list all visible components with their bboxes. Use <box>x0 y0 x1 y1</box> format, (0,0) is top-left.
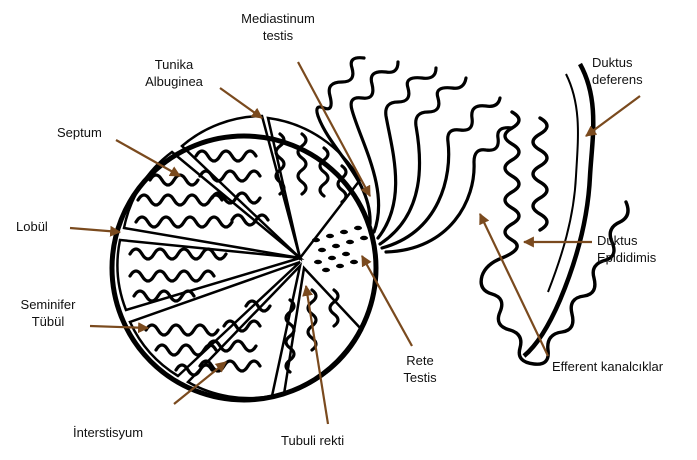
label-mediastinum-line1: Mediastinum <box>226 10 330 27</box>
label-duktus-epididimis: Duktus Epididimis <box>597 232 656 266</box>
label-rete-line2: Testis <box>394 369 446 386</box>
label-seminifer-tubul: Seminifer Tübül <box>6 296 90 330</box>
label-duktus-deferens: Duktus deferens <box>592 54 643 88</box>
label-septum: Septum <box>57 124 102 141</box>
label-tubuli-rekti: Tubuli rekti <box>281 432 344 449</box>
label-deferens-line1: Duktus <box>592 54 643 71</box>
label-tunika-albuginea: Tunika Albuginea <box>132 56 216 90</box>
label-tunika-line2: Albuginea <box>132 73 216 90</box>
label-efferent-kanalciklar: Efferent kanalcıklar <box>552 358 663 375</box>
label-lobul: Lobül <box>16 218 48 235</box>
label-interstisyum: İnterstisyum <box>73 424 143 441</box>
label-mediastinum-line2: testis <box>226 27 330 44</box>
pointer-efferent <box>480 214 548 356</box>
label-mediastinum-testis: Mediastinum testis <box>226 10 330 44</box>
label-rete-line1: Rete <box>394 352 446 369</box>
label-deferens-line2: deferens <box>592 71 643 88</box>
label-epididimis-line1: Duktus <box>597 232 656 249</box>
pointer-lobul <box>70 228 120 232</box>
label-seminifer-line1: Seminifer <box>6 296 90 313</box>
label-rete-testis: Rete Testis <box>394 352 446 386</box>
pointer-tunika <box>220 88 262 118</box>
label-tunika-line1: Tunika <box>132 56 216 73</box>
label-seminifer-line2: Tübül <box>6 313 90 330</box>
label-epididimis-line2: Epididimis <box>597 249 656 266</box>
